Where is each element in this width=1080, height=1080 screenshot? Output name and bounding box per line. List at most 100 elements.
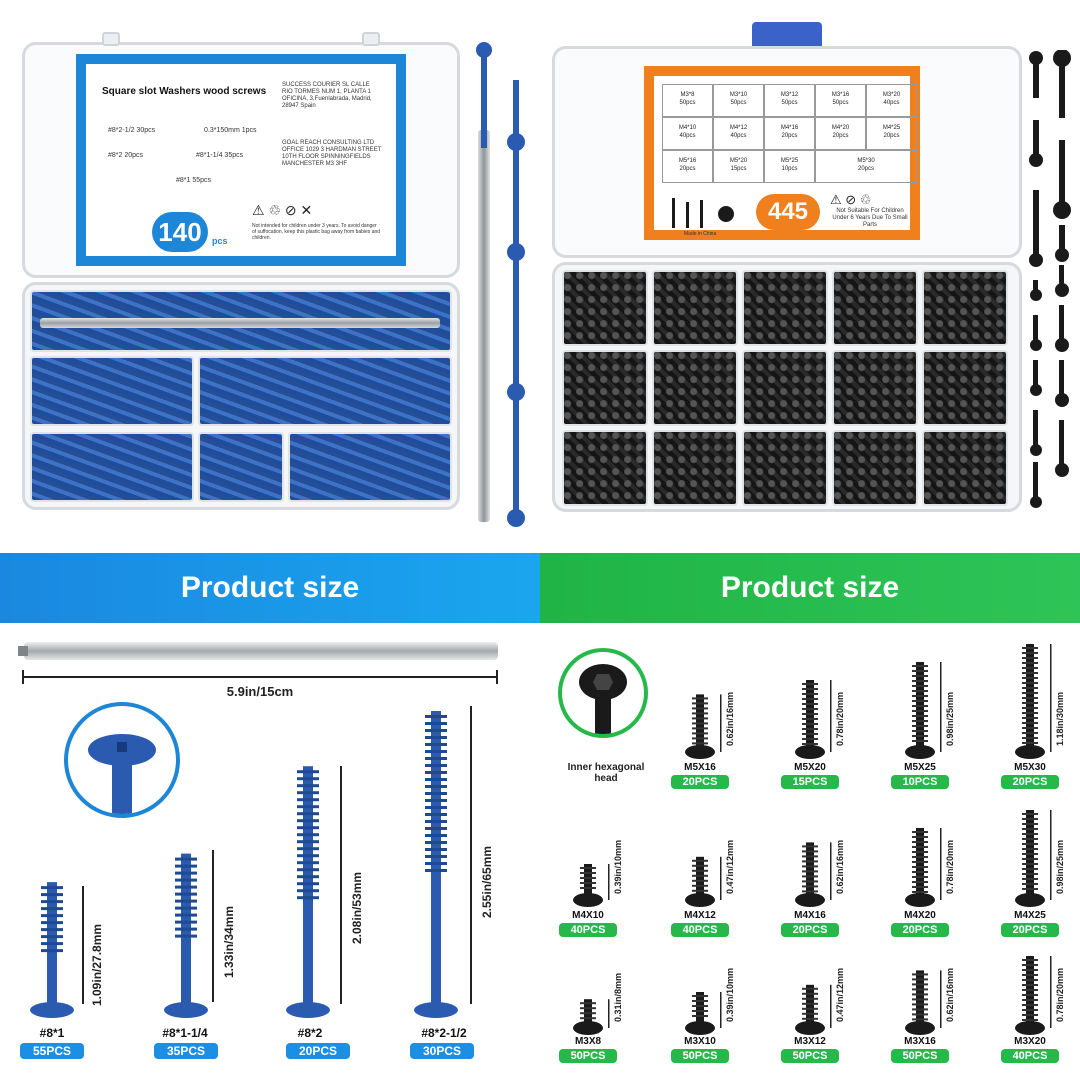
black-screw-column — [1029, 50, 1071, 508]
blue-screw — [164, 853, 208, 1018]
black-screw — [795, 842, 832, 907]
right-compartment — [652, 270, 738, 346]
black-screw — [905, 828, 942, 907]
right-kit-label: 445 pieces ⚠ ⊘ ♲ Not Suitable For Childr… — [644, 66, 920, 240]
kit-grid-qty: 15pcs — [730, 165, 747, 172]
dimension-tick — [22, 670, 24, 684]
screw-name: #8*1-1/4 — [162, 1026, 208, 1040]
screw-dim-label: 0.62in/16mm — [725, 691, 735, 746]
black-screw — [905, 662, 942, 759]
screw-dim-label: 1.18in/30mm — [1055, 691, 1065, 746]
screw-dim-label: 2.08in/53mm — [350, 871, 364, 944]
qty-badge: 40PCS — [1001, 1049, 1059, 1063]
right-kit-made-in: Made in China — [684, 231, 717, 237]
kit-grid-size: M4*20 — [831, 125, 850, 131]
kit-grid-size: M3*12 — [780, 92, 799, 98]
dimension-line — [940, 662, 942, 752]
dimension-line — [940, 828, 942, 900]
kit-grid-qty: 20pcs — [781, 132, 798, 139]
dimension-line — [720, 992, 722, 1028]
kit-grid-size: M5*30 — [857, 158, 875, 164]
blue-screw-column — [476, 42, 525, 527]
right-compartment — [562, 350, 648, 426]
right-compartment — [562, 430, 648, 506]
screw-name: M3X8 — [574, 1036, 602, 1047]
qty-badge: 50PCS — [781, 1049, 839, 1063]
kit-grid-qty: 20pcs — [857, 165, 874, 172]
kit-grid-qty: 20pcs — [679, 165, 696, 172]
driver-bit — [478, 130, 490, 522]
right-compartment — [922, 430, 1008, 506]
hex-head-label: Inner hexagonal head — [567, 762, 645, 784]
right-compartment — [922, 270, 1008, 346]
kit-grid-qty: 50pcs — [679, 99, 696, 106]
kit-grid-qty: 40pcs — [679, 132, 696, 139]
dimension-line — [82, 886, 84, 1004]
kit-grid-qty: 20pcs — [883, 132, 900, 139]
screw-name: M4X10 — [572, 910, 604, 921]
black-screw — [1015, 644, 1052, 759]
kit-grid-size: M5*25 — [780, 158, 799, 164]
kit-grid-size: M5*16 — [678, 158, 697, 164]
screw-name: M4X25 — [1014, 910, 1046, 921]
bit-dimension-line — [22, 676, 498, 678]
qty-badge: 50PCS — [559, 1049, 617, 1063]
black-screw — [795, 984, 832, 1035]
qty-badge: 20PCS — [781, 923, 839, 937]
kit-grid-size: M4*10 — [678, 125, 697, 131]
screw-name: M3X10 — [684, 1036, 716, 1047]
screw-name: M4X12 — [684, 910, 716, 921]
dimension-tick — [496, 670, 498, 684]
black-screw — [685, 694, 722, 759]
qty-badge: 35PCS — [154, 1043, 218, 1059]
left-kit-item: 0.3*150mm 1pcs — [204, 127, 257, 134]
left-kit-label-title: Square slot Washers wood screws — [102, 86, 267, 97]
screw-name: M3X12 — [794, 1036, 826, 1047]
kit-grid-size: M4*12 — [729, 125, 748, 131]
dimension-line — [830, 842, 832, 900]
screw-dim-label: 0.98in/25mm — [945, 691, 955, 746]
screw-dim-label: 1.33in/34mm — [222, 905, 236, 978]
left-compartment — [30, 432, 194, 502]
black-screw — [1015, 810, 1052, 907]
left-compartment — [198, 432, 284, 502]
dimension-line — [1050, 956, 1052, 1028]
right-compartment — [742, 270, 828, 346]
blue-screw — [414, 711, 458, 1018]
left-compartment — [198, 356, 452, 426]
screw-dim-label: 2.55in/65mm — [480, 845, 494, 918]
screw-name: #8*2-1/2 — [421, 1026, 467, 1040]
driver-bit-diagram — [24, 642, 498, 660]
left-kit-item: #8*2 20pcs — [108, 152, 144, 159]
right-kit-count-badge: 445 — [756, 194, 820, 230]
qty-badge: 40PCS — [671, 923, 729, 937]
left-kit-label: Square slot Washers wood screws #8*2-1/2… — [76, 54, 406, 266]
right-compartment — [832, 350, 918, 426]
kit-grid-qty: 50pcs — [730, 99, 747, 106]
screw-dim-label: 0.47in/12mm — [835, 967, 845, 1022]
black-screw — [1015, 956, 1052, 1035]
qty-badge: 50PCS — [891, 1049, 949, 1063]
dimension-line — [340, 766, 342, 1004]
black-screw — [685, 992, 722, 1035]
blue-screw — [286, 766, 330, 1018]
screw-dim-label: 0.31in/8mm — [613, 972, 623, 1022]
left-kit-count-badge: 140 — [152, 212, 208, 252]
right-compartment — [832, 430, 918, 506]
hex-head-closeup — [558, 648, 648, 738]
screw-name: #8*2 — [297, 1026, 323, 1040]
screw-name: M4X16 — [794, 910, 826, 921]
right-compartment — [832, 270, 918, 346]
qty-badge: 20PCS — [1001, 923, 1059, 937]
screw-name: M5X16 — [684, 762, 716, 773]
screw-dim-label: 0.78in/20mm — [835, 691, 845, 746]
dimension-line — [608, 999, 610, 1028]
screw-name: #8*1 — [39, 1026, 65, 1040]
black-size-screws — [573, 644, 1052, 1035]
blue-size-screws — [30, 711, 458, 1018]
screw-name: M3X20 — [1014, 1036, 1046, 1047]
warning-icons: ⚠ ♲ ⊘ ✕ — [252, 202, 313, 218]
right-compartment — [652, 350, 738, 426]
